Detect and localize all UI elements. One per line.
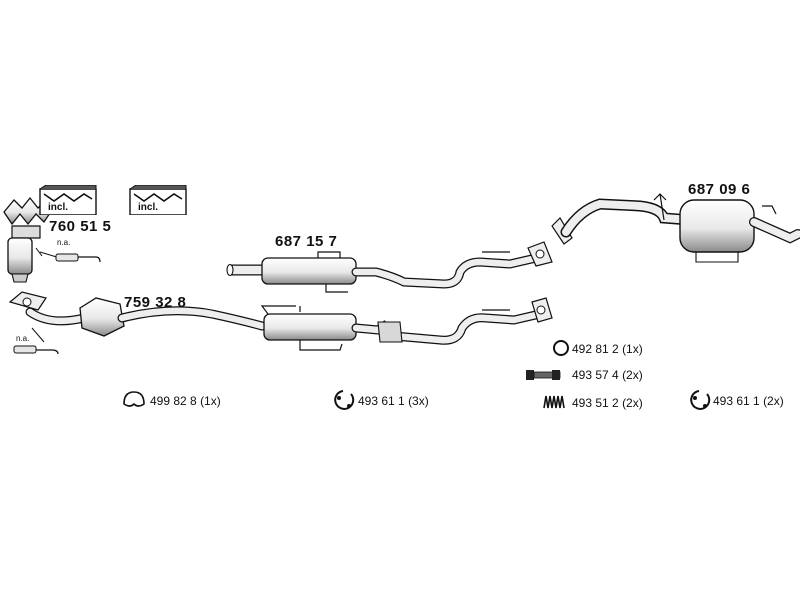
accessory-label[interactable]: 499 82 8 (1x) (150, 394, 221, 408)
accessory-qty: (1x) (200, 394, 221, 408)
part-number-manifold-catalyst[interactable]: 760 51 5 (49, 218, 112, 235)
ring-gasket-icon (123, 391, 145, 407)
accessory-qty: (1x) (622, 342, 643, 356)
accessory-label[interactable]: 493 57 4 (2x) (572, 368, 643, 382)
spring-icon (543, 395, 565, 409)
middle-silencer-part[interactable] (226, 241, 553, 293)
accessory-label[interactable]: 493 61 1 (3x) (358, 394, 429, 408)
accessory-code: 492 81 2 (572, 342, 619, 356)
accessory-code: 499 82 8 (150, 394, 197, 408)
incl-label: incl. (138, 202, 159, 213)
pipe-clamp-icon (690, 390, 711, 410)
manifold-catalyst-part[interactable] (3, 196, 53, 283)
part-number-front-pipe[interactable]: 759 32 8 (124, 294, 187, 311)
front-pipe-catalyst-part[interactable] (8, 291, 553, 351)
accessory-qty: (2x) (763, 394, 784, 408)
pipe-clamp-icon (334, 390, 355, 410)
accessory-label[interactable]: 493 51 2 (2x) (572, 396, 643, 410)
accessory-label[interactable]: 492 81 2 (1x) (572, 342, 643, 356)
incl-box-icon-1: incl. (38, 184, 98, 216)
incl-label: incl. (48, 202, 69, 213)
accessory-code: 493 61 1 (358, 394, 405, 408)
accessory-code: 493 57 4 (572, 368, 619, 382)
accessory-qty: (3x) (408, 394, 429, 408)
o-ring-icon (553, 340, 569, 356)
accessory-code: 493 51 2 (572, 396, 619, 410)
not-available-note-top: n.a. (57, 238, 71, 247)
rear-silencer-part[interactable] (551, 193, 800, 263)
bolt-icon (526, 370, 561, 380)
accessory-qty: (2x) (622, 368, 643, 382)
accessory-qty: (2x) (622, 396, 643, 410)
accessory-label[interactable]: 493 61 1 (2x) (713, 394, 784, 408)
accessory-code: 493 61 1 (713, 394, 760, 408)
lambda-sensor-top (35, 247, 101, 263)
part-number-rear-silencer[interactable]: 687 09 6 (688, 181, 751, 198)
incl-box-icon-2: incl. (128, 184, 188, 216)
lambda-sensor-bottom (13, 327, 59, 355)
not-available-note-bottom: n.a. (16, 334, 30, 343)
part-number-middle-silencer[interactable]: 687 15 7 (275, 233, 338, 250)
